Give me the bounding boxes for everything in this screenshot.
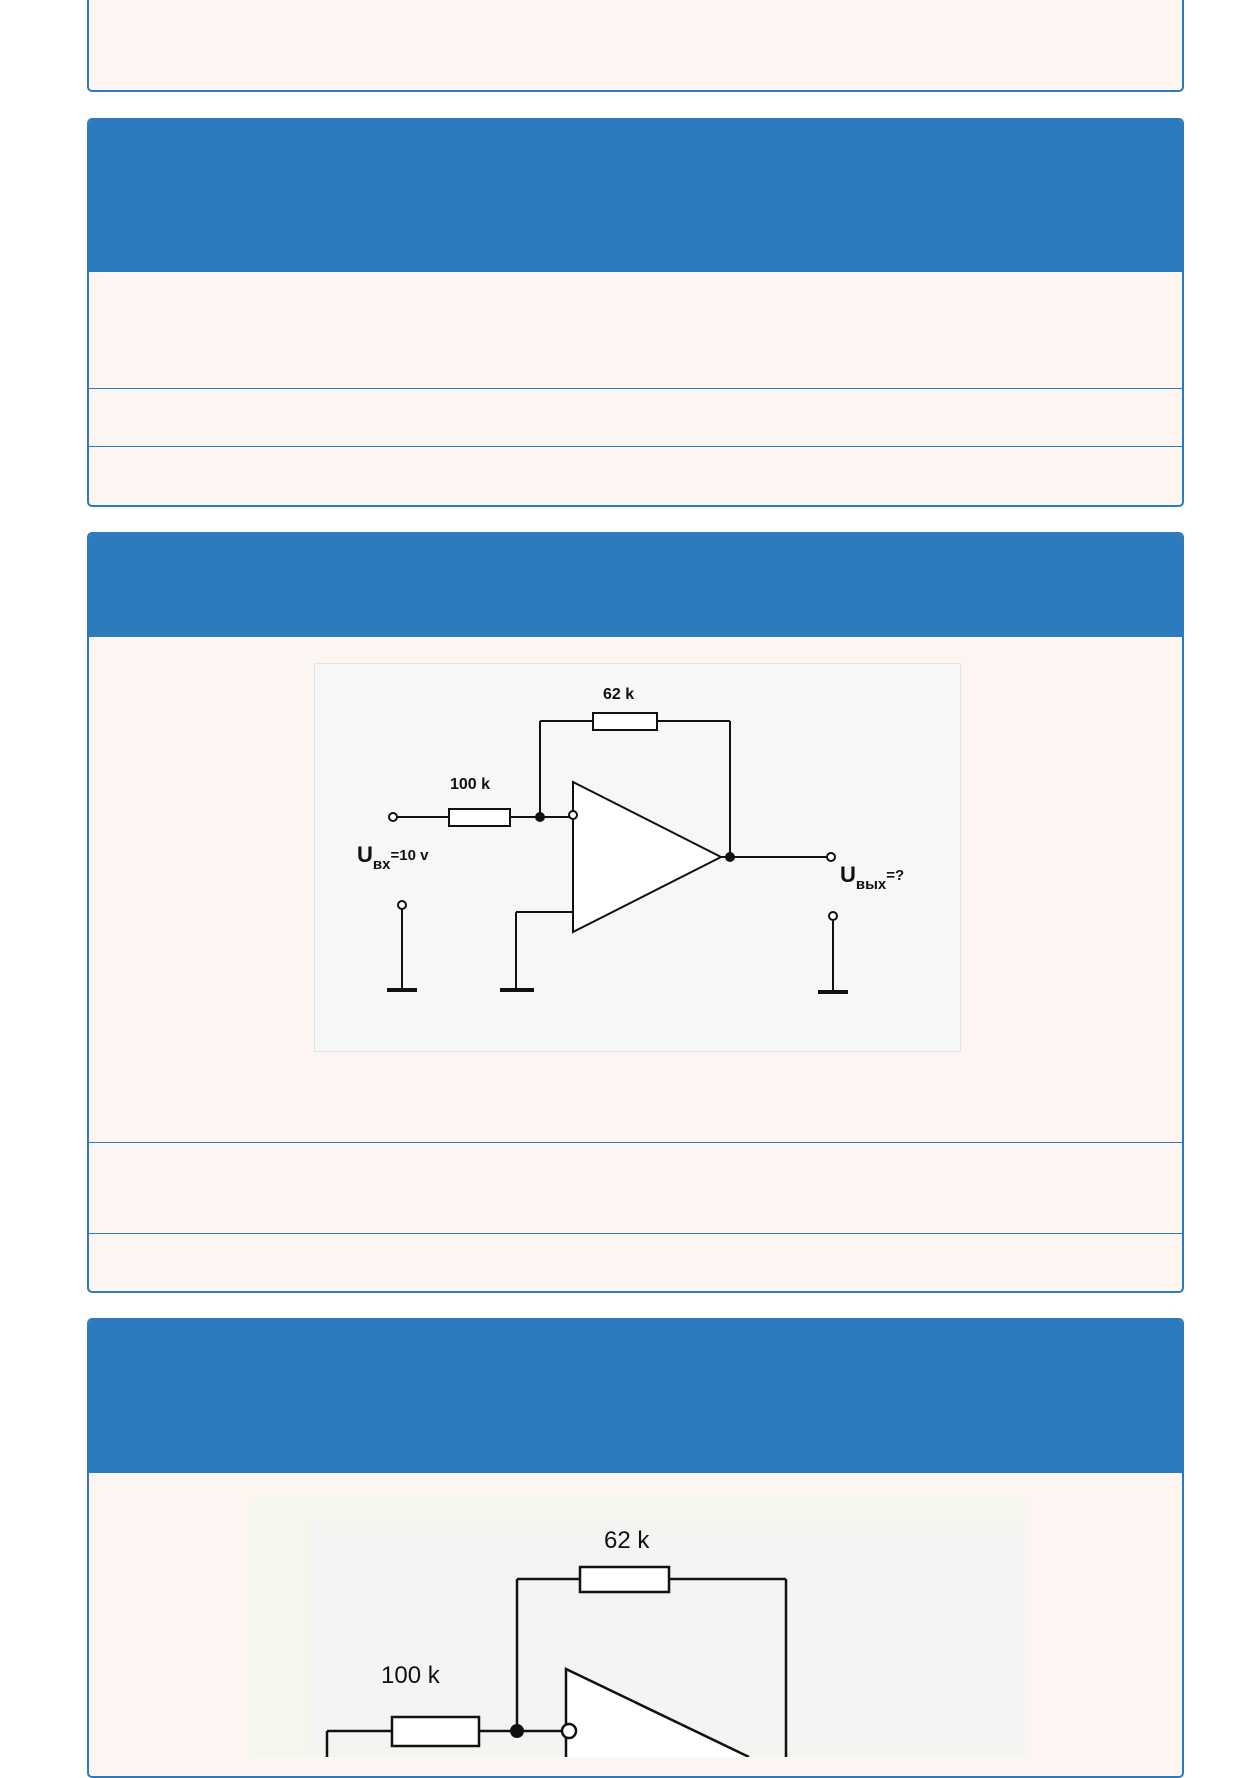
inverting-input-terminal (560, 1722, 578, 1740)
output-ground-terminal (828, 911, 838, 921)
op-amp-inverting-circuit: 62 k 100 k Uвх=10 v Uвых=? (357, 686, 904, 994)
junction-node (535, 812, 545, 822)
question-card-1-body (89, 272, 1182, 388)
input-voltage-symbol: U (357, 842, 373, 867)
input-resistor-label: 100 k (381, 1662, 441, 1689)
question-card-3-body: 62 k 100 k (89, 1473, 1182, 1773)
feedback-resistor-symbol (578, 1565, 671, 1594)
input-resistor-symbol (390, 1715, 481, 1748)
question-card-2-header (89, 534, 1182, 637)
output-voltage-label: Uвых=? (840, 862, 904, 893)
op-amp-symbol (572, 780, 724, 934)
question-card-3: 62 k 100 k (87, 1318, 1184, 1778)
question-card-1-footer-row (89, 446, 1182, 505)
question-card-3-header (89, 1320, 1182, 1473)
feedback-resistor-label: 62 k (603, 686, 634, 703)
circuit-diagram-2: 62 k 100 k (249, 1497, 1025, 1759)
output-voltage-value: =? (886, 867, 904, 884)
question-card-2: 62 k 100 k Uвх=10 v Uвых=? (87, 532, 1184, 1293)
question-card-1-header (89, 120, 1182, 272)
input-voltage-value: =10 v (390, 847, 429, 864)
input-voltage-subscript: вх (373, 856, 391, 873)
input-voltage-label: Uвх=10 v (357, 842, 429, 873)
op-amp-inverting-circuit-large: 62 k 100 k (311, 1521, 1025, 1759)
output-terminal (826, 852, 836, 862)
junction-node (510, 1724, 524, 1738)
input-resistor-symbol (448, 808, 511, 827)
circuit-diagram-1: 62 k 100 k Uвх=10 v Uвых=? (314, 663, 961, 1052)
output-voltage-subscript: вых (856, 876, 887, 893)
feedback-resistor-symbol (592, 712, 658, 731)
input-resistor-label: 100 k (450, 776, 490, 793)
question-card-1 (87, 118, 1184, 507)
output-node (725, 852, 735, 862)
question-card-2-footer-row (89, 1233, 1182, 1291)
question-card-1-answer-row[interactable] (89, 388, 1182, 446)
feedback-resistor-label: 62 k (604, 1527, 650, 1554)
input-ground-terminal (397, 900, 407, 910)
question-card-previous (87, 0, 1184, 92)
input-terminal (388, 812, 398, 822)
output-voltage-symbol: U (840, 862, 856, 887)
question-card-2-body: 62 k 100 k Uвх=10 v Uвых=? (89, 637, 1182, 1142)
question-card-2-answer-row[interactable] (89, 1142, 1182, 1233)
inverting-input-terminal (568, 810, 578, 820)
